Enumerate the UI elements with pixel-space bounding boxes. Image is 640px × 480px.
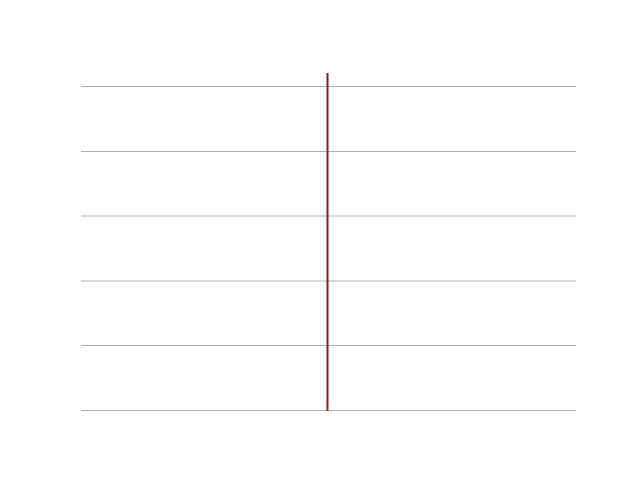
chart [81,73,576,411]
